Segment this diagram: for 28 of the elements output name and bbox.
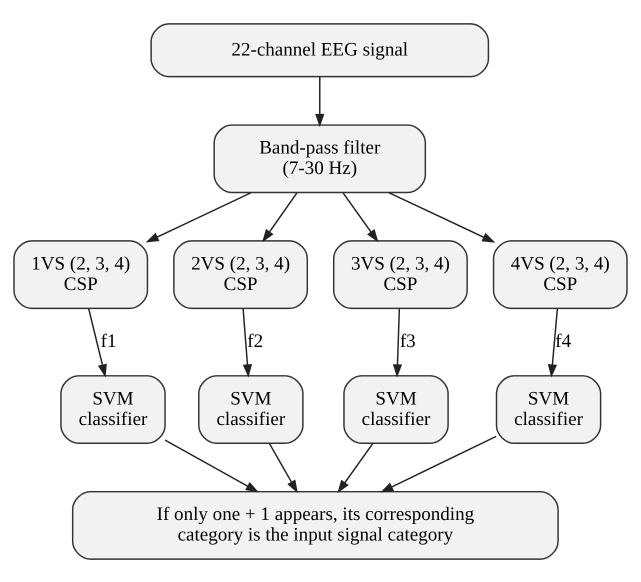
arrow bbox=[262, 192, 298, 242]
arrow bbox=[548, 308, 558, 378]
arrow bbox=[388, 191, 496, 242]
node-box: 2VS (2, 3, 4) CSP bbox=[173, 240, 308, 309]
arrow bbox=[337, 442, 374, 493]
arrow bbox=[392, 308, 402, 378]
node-box: 1VS (2, 3, 4) CSP bbox=[13, 240, 148, 309]
node-box: SVM classifier bbox=[198, 374, 304, 444]
arrow bbox=[146, 191, 252, 242]
arrow bbox=[164, 438, 259, 492]
node-box: SVM classifier bbox=[60, 374, 166, 444]
arrow bbox=[342, 192, 378, 242]
arrow bbox=[380, 435, 497, 492]
arrow bbox=[242, 308, 252, 378]
edge-label: f1 bbox=[100, 330, 117, 352]
edge-label: f3 bbox=[400, 330, 416, 352]
node-box: SVM classifier bbox=[496, 374, 602, 444]
node-box: 3VS (2, 3, 4) CSP bbox=[332, 240, 468, 309]
edge-label: f2 bbox=[247, 330, 264, 352]
arrow bbox=[315, 76, 324, 127]
node-box: 22-channel EEG signal bbox=[150, 22, 490, 77]
node-box: 4VS (2, 3, 4) CSP bbox=[492, 240, 628, 309]
arrow bbox=[88, 308, 107, 378]
node-box: SVM classifier bbox=[343, 374, 449, 444]
node-box: If only one + 1 appears, its corresponding category is the input signal category bbox=[72, 490, 559, 560]
edge-label: f4 bbox=[555, 330, 572, 352]
node-box: Band-pass filter (7-30 Hz) bbox=[213, 124, 426, 193]
arrow bbox=[268, 442, 298, 493]
